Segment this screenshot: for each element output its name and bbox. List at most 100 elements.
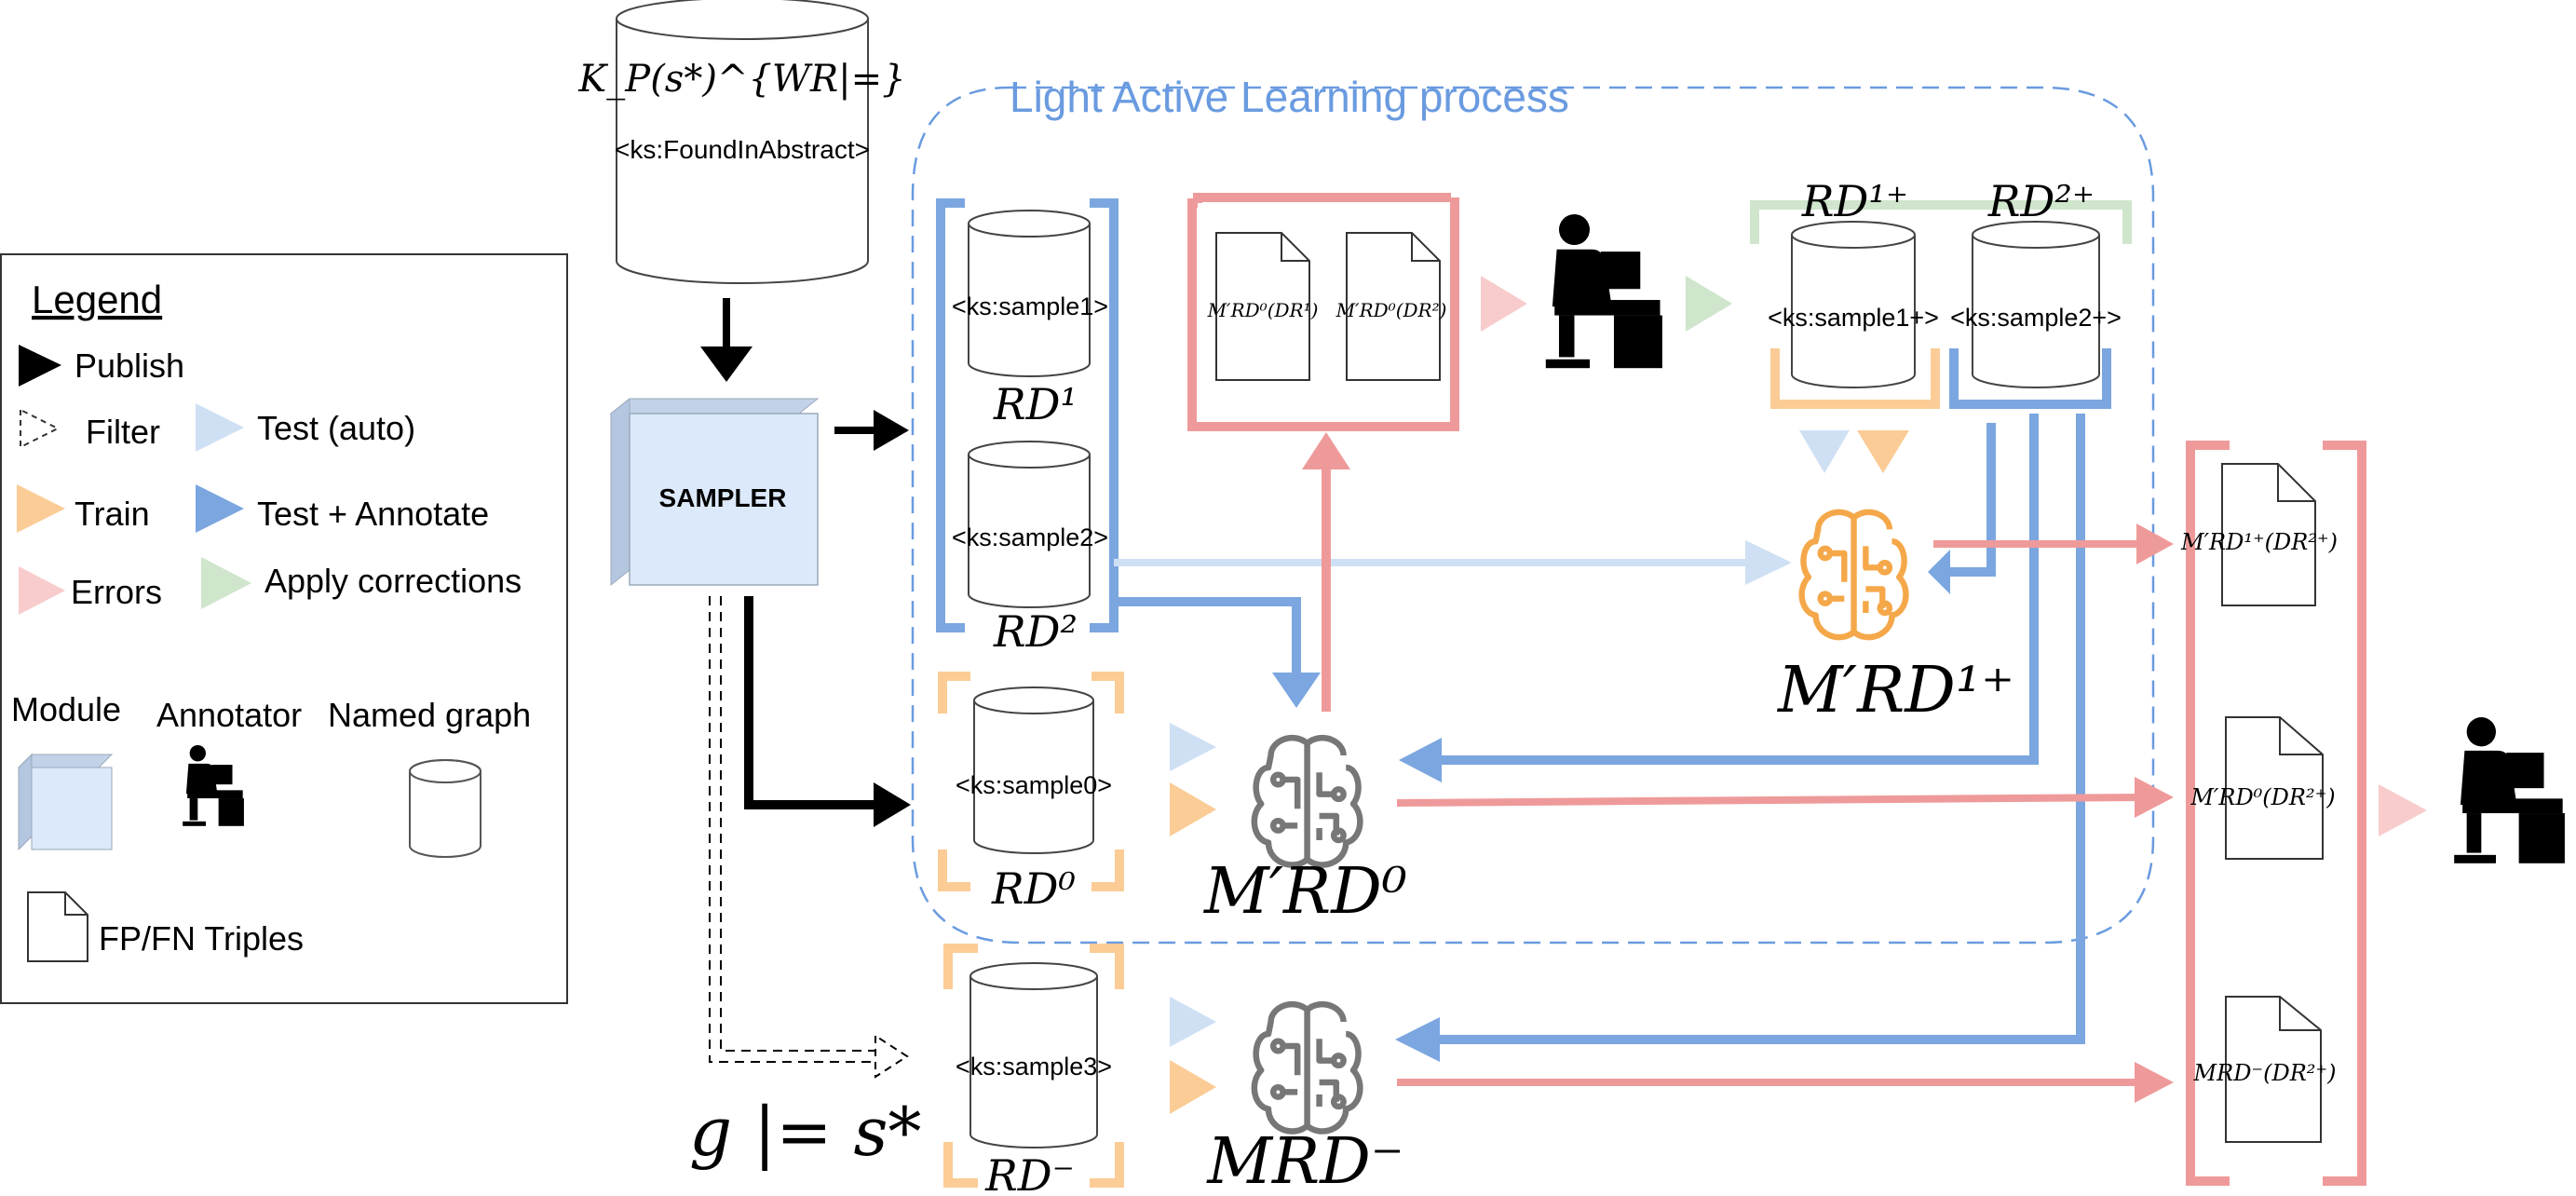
errors-box	[1187, 193, 1459, 431]
rd2-label: RD²	[993, 606, 1078, 657]
model-rd1p-brain-icon	[1802, 512, 1906, 637]
results-bracket	[2186, 441, 2366, 1186]
errors-arrow-icon	[2379, 784, 2427, 836]
doc-d2-label: M′RD⁰(DR²)	[1335, 299, 1447, 321]
legend-label-module: Module	[11, 690, 121, 728]
legend: Legend Publish Filter Test (auto) Train …	[0, 253, 568, 1004]
legend-label-train: Train	[75, 495, 150, 533]
test-auto-arrow-icon	[1170, 997, 1216, 1047]
errors-arrow-icon	[19, 566, 65, 615]
source-graph: K_P(s*)^{WR|=} <ks:FoundInAbstract>	[577, 0, 906, 284]
doc-r1-label: M′RD¹⁺(DR²⁺)	[2180, 529, 2338, 555]
legend-label-test-annotate: Test + Annotate	[257, 495, 489, 533]
doc-r2: M′RD⁰(DR²⁺)	[2190, 716, 2336, 860]
publish-arrow-head	[700, 347, 752, 382]
rd0-bracket	[938, 672, 1124, 891]
arrow-head	[2135, 1062, 2174, 1103]
model-rd0-label: M′RD⁰	[1202, 855, 1407, 929]
doc-d1: M′RD⁰(DR¹)	[1207, 232, 1319, 381]
doc-d2: M′RD⁰(DR²)	[1335, 232, 1447, 381]
annotator-icon-top	[1545, 214, 1662, 369]
test-auto-arrow-down	[1799, 430, 1850, 473]
publish-arrow-icon	[19, 345, 61, 387]
publish-arrow-head	[874, 782, 911, 827]
rdm-label: RD⁻	[984, 1150, 1075, 1196]
arrow-head	[1399, 738, 1442, 782]
train-arrow-icon	[17, 484, 65, 533]
publish-arrow-head	[874, 410, 909, 451]
arrow-head	[1745, 540, 1792, 585]
filter-label: g |= s*	[689, 1093, 921, 1171]
arrow-head	[1395, 1017, 1440, 1062]
named-graph-icon	[409, 759, 481, 858]
test-annotate-arrow-icon	[196, 484, 244, 533]
source-graph-math: K_P(s*)^{WR|=}	[577, 58, 905, 101]
arrow-head	[2136, 523, 2174, 564]
model-rdm-label: MRD⁻	[1205, 1125, 1403, 1196]
legend-label-annotator: Annotator	[156, 696, 302, 734]
test-annotate-arrow-sample2-model	[1114, 597, 1301, 678]
rd2p-test-bracket	[1949, 348, 2111, 409]
sample2p-label: <ks:sample2+>	[1950, 304, 2122, 332]
doc-r1: M′RD¹⁺(DR²⁺)	[2180, 463, 2338, 606]
rd1-label: RD¹	[993, 379, 1078, 429]
sample2p-graph: <ks:sample2+>	[1950, 221, 2122, 388]
arrow-head	[1302, 432, 1350, 469]
sample3-label: <ks:sample3>	[956, 1053, 1112, 1080]
apply-corrections-arrow-icon	[201, 557, 251, 609]
sample1p-label: <ks:sample1+>	[1768, 304, 1939, 332]
sample0-graph: <ks:sample0>	[956, 686, 1112, 854]
train-arrow-icon	[1170, 1060, 1216, 1114]
legend-label-apply-corrections: Apply corrections	[264, 562, 522, 600]
filter-arrow-head	[874, 1034, 909, 1079]
test-auto-arrow-icon	[1170, 723, 1216, 771]
legend-label-filter: Filter	[86, 413, 160, 451]
train-arrow-icon	[1170, 782, 1216, 836]
triples-doc-icon	[27, 891, 88, 962]
model-rd1p-label: M′RD¹⁺	[1776, 654, 2014, 727]
sampler-module: SAMPLER	[609, 397, 820, 587]
rd2p-label: RD²⁺	[1987, 176, 2095, 226]
rd1p-train-bracket	[1770, 348, 1940, 409]
legend-label-publish: Publish	[75, 347, 184, 385]
rd1p-label: RD¹⁺	[1801, 176, 1908, 226]
sample0-label: <ks:sample0>	[956, 771, 1112, 799]
doc-r2-label: M′RD⁰(DR²⁺)	[2190, 784, 2335, 810]
test-annotate-arrow-rd2p-model-rd0	[1434, 414, 2039, 765]
errors-arrow-model-rd0-results	[1396, 794, 2141, 807]
errors-arrow-icon	[1481, 276, 1527, 332]
train-arrow-down	[1857, 430, 1909, 473]
test-auto-arrow-icon	[196, 403, 244, 452]
test-annotate-arrow-rd2p-model-rd1p	[1945, 423, 1996, 577]
arrow-head	[1272, 673, 1321, 708]
legend-frame	[0, 253, 568, 1004]
sample1p-graph: <ks:sample1+>	[1768, 221, 1939, 388]
apply-corrections-arrow-icon	[1686, 276, 1732, 332]
legend-label-errors: Errors	[71, 573, 162, 611]
rdm-bracket	[943, 944, 1124, 1188]
annotator-icon-right	[2454, 717, 2565, 863]
publish-arrow-sampler-rd0	[744, 596, 881, 809]
sample2-label: <ks:sample2>	[952, 523, 1108, 551]
legend-label-test-auto: Test (auto)	[257, 409, 415, 447]
sample3-graph: <ks:sample3>	[956, 962, 1112, 1148]
module-cube-icon	[17, 753, 114, 851]
doc-d1-label: M′RD⁰(DR¹)	[1207, 299, 1319, 321]
doc-r3: MRD⁻(DR²⁺)	[2193, 996, 2337, 1143]
filter-path-left	[709, 596, 883, 1063]
source-graph-label: <ks:FoundInAbstract>	[615, 135, 870, 164]
model-rdm-brain-icon	[1254, 1004, 1361, 1131]
sample2-graph: <ks:sample2>	[952, 441, 1108, 608]
rd1-rd2-bracket	[936, 198, 1119, 632]
legend-title: Legend	[32, 278, 162, 321]
test-annotate-arrow-rd2p-model-rdm	[1430, 414, 2085, 1044]
sampler-label: SAMPLER	[659, 483, 787, 512]
filter-path-right	[720, 596, 883, 1052]
sample1-label: <ks:sample1>	[952, 292, 1108, 320]
rd-plus-bracket	[1750, 200, 2132, 244]
arrow-head	[1928, 550, 1950, 594]
doc-r3-label: MRD⁻(DR²⁺)	[2193, 1060, 2337, 1086]
model-rd0-brain-icon	[1254, 738, 1361, 864]
process-title: Light Active Learning process	[1010, 73, 1569, 121]
